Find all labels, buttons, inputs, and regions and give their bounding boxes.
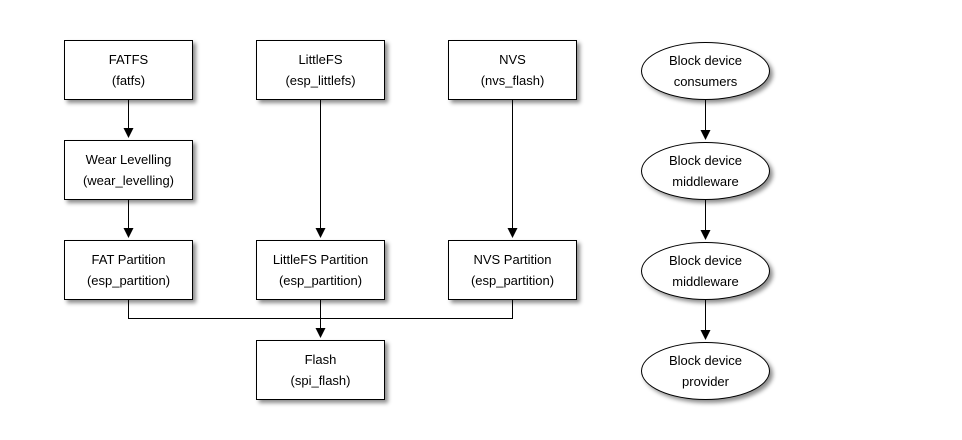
edge-nvspartition-flash [320, 300, 513, 319]
edge-fatpartition-flash [128, 300, 321, 319]
node-block-device-provider: Block device provider [641, 342, 770, 400]
node-fat-partition-subtitle: (esp_partition) [86, 273, 171, 288]
node-block-device-consumers-line2: consumers [673, 74, 738, 89]
node-fat-partition-title: FAT Partition [91, 252, 166, 267]
node-flash: Flash (spi_flash) [256, 340, 385, 400]
node-flash-title: Flash [304, 352, 337, 367]
node-block-device-provider-line2: provider [682, 374, 729, 389]
node-block-device-middleware-1-line1: Block device [669, 153, 742, 168]
node-littlefs-subtitle: (esp_littlefs) [285, 73, 356, 88]
node-fatfs: FATFS (fatfs) [64, 40, 193, 100]
node-nvs-partition-subtitle: (esp_partition) [470, 273, 555, 288]
node-nvs-partition-title: NVS Partition [473, 252, 552, 267]
node-block-device-middleware-2-line2: middleware [672, 274, 739, 289]
node-nvs: NVS (nvs_flash) [448, 40, 577, 100]
node-nvs-partition: NVS Partition (esp_partition) [448, 240, 577, 300]
node-littlefs-partition-title: LittleFS Partition [272, 252, 369, 267]
node-nvs-title: NVS [499, 52, 526, 67]
node-block-device-middleware-1: Block device middleware [641, 142, 770, 200]
node-littlefs-partition: LittleFS Partition (esp_partition) [256, 240, 385, 300]
node-fatfs-title: FATFS [108, 52, 149, 67]
node-littlefs: LittleFS (esp_littlefs) [256, 40, 385, 100]
node-wear-levelling-title: Wear Levelling [85, 152, 172, 167]
node-flash-subtitle: (spi_flash) [290, 373, 351, 388]
node-fat-partition: FAT Partition (esp_partition) [64, 240, 193, 300]
node-block-device-consumers-line1: Block device [669, 53, 742, 68]
node-littlefs-title: LittleFS [298, 52, 343, 67]
node-block-device-middleware-1-line2: middleware [672, 174, 739, 189]
node-block-device-consumers: Block device consumers [641, 42, 770, 100]
node-littlefs-partition-subtitle: (esp_partition) [278, 273, 363, 288]
node-fatfs-subtitle: (fatfs) [111, 73, 146, 88]
node-wear-levelling: Wear Levelling (wear_levelling) [64, 140, 193, 200]
node-nvs-subtitle: (nvs_flash) [480, 73, 545, 88]
node-wear-levelling-subtitle: (wear_levelling) [82, 173, 175, 188]
node-block-device-middleware-2: Block device middleware [641, 242, 770, 300]
node-block-device-provider-line1: Block device [669, 353, 742, 368]
node-block-device-middleware-2-line1: Block device [669, 253, 742, 268]
